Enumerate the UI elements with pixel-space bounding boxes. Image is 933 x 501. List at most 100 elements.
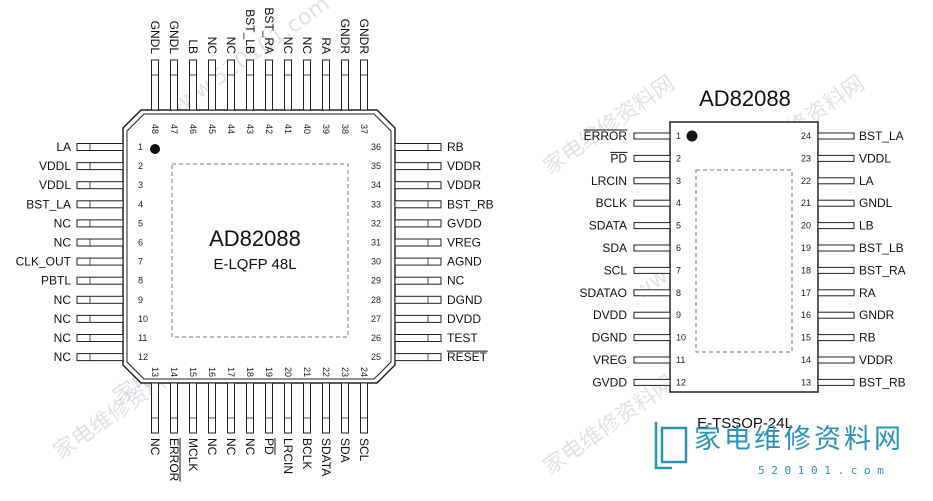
tssop-pin-number: 21 <box>801 198 811 208</box>
lqfp-pin-label: GNDL <box>167 21 181 55</box>
tssop-pin-label: VDDR <box>859 353 893 367</box>
lqfp-pin-lead <box>76 295 124 304</box>
lqfp-pin-label: SCL <box>357 438 371 462</box>
tssop-pin-lead <box>633 132 671 140</box>
tssop-pin-number: 9 <box>676 310 681 320</box>
lqfp-pin-label: PBTL <box>41 274 71 288</box>
lqfp-pin-lead <box>394 200 442 209</box>
lqfp-pin-number: 14 <box>169 367 179 377</box>
lqfp-pin-label: NC <box>224 37 238 55</box>
lqfp-pin-label: GNDL <box>148 21 162 55</box>
lqfp-pin-number: 2 <box>138 161 143 171</box>
lqfp-pin-number: 21 <box>302 367 312 377</box>
tssop-pin-number: 7 <box>676 265 681 275</box>
tssop-pin-label: DVDD <box>593 308 627 322</box>
tssop-pin-lead <box>633 244 671 252</box>
lqfp-pin-lead <box>394 162 442 171</box>
lqfp-pin-lead <box>394 314 442 323</box>
tssop-pin-lead <box>633 154 671 162</box>
tssop-pin-label: SDATAO <box>579 286 627 300</box>
lqfp-pin-lead <box>76 276 124 285</box>
tssop-pin-lead <box>633 289 671 297</box>
lqfp-pin-number: 44 <box>226 124 236 134</box>
tssop-pin-number: 5 <box>676 221 681 231</box>
lqfp-pin-lead <box>322 382 330 434</box>
lqfp-pin-number: 32 <box>371 218 381 228</box>
lqfp-pin-number: 41 <box>283 124 293 134</box>
tssop-pin-label: DGND <box>592 331 628 345</box>
lqfp-pin-lead <box>303 382 311 434</box>
tssop-pin-lead <box>817 311 855 319</box>
lqfp-pin-label: BCLK <box>300 438 314 469</box>
lqfp-pin-label: NC <box>281 37 295 55</box>
lqfp-pin-lead <box>170 382 178 434</box>
lqfp-pin-label: PD <box>262 438 276 455</box>
lqfp-pin-lead <box>76 162 124 171</box>
tssop-pin-number: 3 <box>676 176 681 186</box>
lqfp-pin-label: RA <box>319 37 333 54</box>
lqfp-pin-label: NC <box>205 438 219 456</box>
lqfp-inner-body <box>126 113 392 380</box>
lqfp-pin-number: 16 <box>207 367 217 377</box>
lqfp-pin-label: VREG <box>447 236 481 250</box>
logo-cn-text: 家电维修资料网 <box>694 424 904 455</box>
lqfp-pin-label: VDDR <box>447 159 481 173</box>
lqfp-pin-label: BST_RB <box>447 197 494 211</box>
lqfp-pin-lead <box>284 382 292 434</box>
tssop-pin-label: BST_LB <box>859 241 904 255</box>
lqfp-package-name: E-LQFP 48L <box>213 256 296 273</box>
lqfp-pin-lead <box>394 219 442 228</box>
lqfp-pin-label: NC <box>54 312 72 326</box>
lqfp-pin-number: 42 <box>264 124 274 134</box>
tssop-pin-number: 6 <box>676 243 681 253</box>
lqfp-pin-lead <box>394 143 442 151</box>
tssop-pin-lead <box>817 356 855 364</box>
lqfp-pin-number: 13 <box>150 367 160 377</box>
lqfp-pin-number: 33 <box>371 199 381 209</box>
lqfp-pin-number: 34 <box>371 180 381 190</box>
tssop-pin-number: 10 <box>676 333 686 343</box>
tssop-pin-lead <box>817 222 855 230</box>
lqfp-pin-label: NC <box>54 331 72 345</box>
lqfp-pin-number: 46 <box>188 124 198 134</box>
lqfp-pin-label: TEST <box>447 331 478 345</box>
lqfp-pin-label: LRCIN <box>281 438 295 474</box>
lqfp-pin-label: GNDR <box>338 19 352 55</box>
tssop-pin-number: 14 <box>801 355 811 365</box>
lqfp-pin-number: 3 <box>138 180 143 190</box>
lqfp-pin-label: SDATA <box>319 438 333 476</box>
tssop-pin-label: VREG <box>593 353 627 367</box>
lqfp-pin-lead <box>246 59 254 111</box>
tssop-pin-label: SDA <box>602 241 627 255</box>
tssop-pin-number: 17 <box>801 288 811 298</box>
lqfp-pin-label: BST_LA <box>26 197 71 211</box>
tssop-pin-number: 11 <box>676 355 685 365</box>
lqfp-pin-number: 5 <box>138 218 143 228</box>
tssop-pin-lead <box>817 132 855 140</box>
lqfp-pin-lead <box>208 59 216 111</box>
lqfp-pin-label: NC <box>205 37 219 55</box>
tssop-pin-label: GVDD <box>592 375 627 389</box>
lqfp-pin-number: 10 <box>138 314 148 324</box>
lqfp-pin-number: 17 <box>226 367 236 377</box>
lqfp-pin-number: 11 <box>138 333 147 343</box>
lqfp-pin-lead <box>322 59 330 111</box>
lqfp-pin-number: 36 <box>371 142 381 152</box>
tssop-pin-number: 19 <box>801 243 811 253</box>
lqfp-pin-label: RB <box>447 140 464 154</box>
lqfp-pin-label: VDDL <box>39 159 71 173</box>
lqfp-pin-lead <box>189 382 197 434</box>
lqfp-pin-lead <box>170 59 178 111</box>
tssop-pin-number: 12 <box>676 377 686 387</box>
tssop-pin-lead <box>817 266 855 274</box>
lqfp-pin-lead <box>76 353 124 362</box>
lqfp-pin-lead <box>76 143 124 151</box>
tssop-pin-label: ERROR <box>584 129 628 143</box>
lqfp-pin-lead <box>208 382 216 434</box>
tssop-pin-number: 18 <box>801 265 811 275</box>
lqfp-pin-number: 12 <box>138 352 148 362</box>
